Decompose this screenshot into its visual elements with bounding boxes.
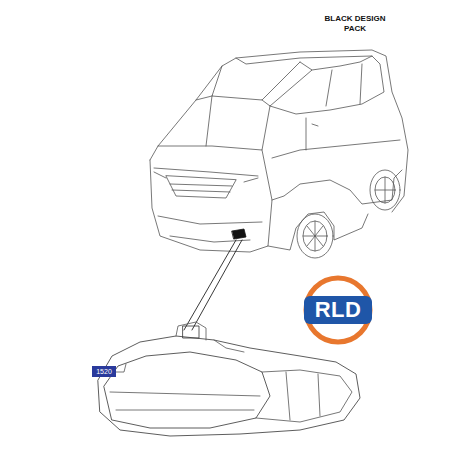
logo-text: RLD xyxy=(306,297,370,323)
callout-number: 1520 xyxy=(92,366,116,377)
pack-title: BLACK DESIGN PACK xyxy=(320,14,390,34)
